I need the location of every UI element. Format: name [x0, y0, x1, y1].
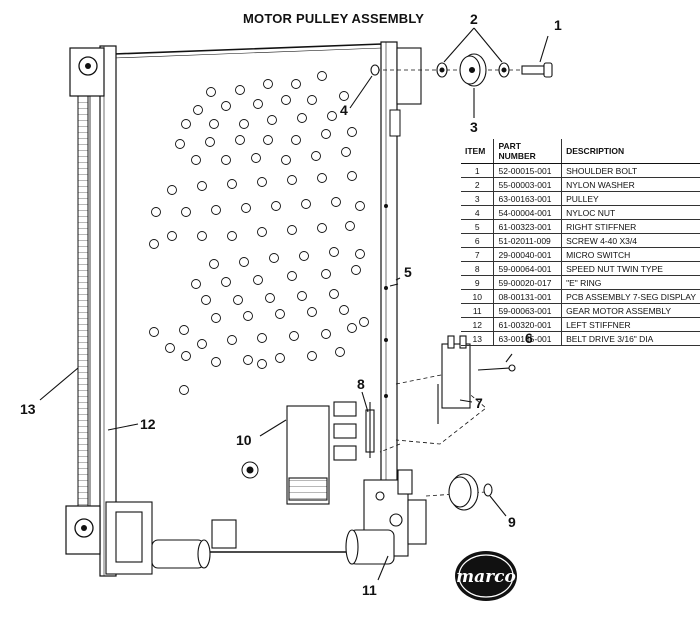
cell-item: 6 — [461, 233, 494, 248]
cell-description: NYLOC NUT — [561, 205, 700, 220]
right-stiffener — [380, 41, 422, 495]
cell-part-number: 55-00003-001 — [493, 177, 563, 192]
light-hole-pattern — [149, 71, 369, 395]
callout-9: 9 — [508, 514, 516, 530]
cell-description: SCREW 4-40 X3/4 — [561, 233, 700, 248]
callout-2: 2 — [470, 11, 478, 27]
cell-item: 5 — [461, 219, 494, 234]
leader-lines — [39, 27, 549, 581]
round-switch — [241, 461, 259, 479]
left-stiffener — [99, 45, 117, 577]
diagram-title: MOTOR PULLEY ASSEMBLY — [243, 11, 425, 26]
cell-item: 12 — [461, 317, 494, 332]
left-motor-bracket — [105, 501, 237, 575]
callout-5: 5 — [404, 264, 412, 280]
cell-part-number: 63-00165-001 — [493, 331, 563, 346]
callout-7: 7 — [475, 395, 483, 411]
cell-description: BELT DRIVE 3/16" DIA — [561, 331, 700, 346]
cell-description: PULLEY — [561, 191, 700, 206]
cell-description: NYLON WASHER — [561, 177, 700, 192]
cell-part-number: 63-00163-001 — [493, 191, 563, 206]
gear-motor-assembly — [345, 469, 493, 565]
callout-10: 10 — [236, 432, 252, 448]
header-item: ITEM — [461, 139, 494, 164]
callout-4: 4 — [340, 102, 348, 118]
cell-part-number: 59-00063-001 — [493, 303, 563, 318]
cell-description: "E" RING — [561, 275, 700, 290]
micro-switch — [379, 335, 516, 453]
cell-item: 13 — [461, 331, 494, 346]
cell-part-number: 54-00004-001 — [493, 205, 563, 220]
callout-11: 11 — [362, 582, 377, 598]
cell-part-number: 51-02011-009 — [493, 233, 563, 248]
cell-description: SPEED NUT TWIN TYPE — [561, 261, 700, 276]
e-ring — [483, 483, 493, 497]
callout-13: 13 — [20, 401, 36, 417]
callout-3: 3 — [470, 119, 478, 135]
cell-description: LEFT STIFFNER — [561, 317, 700, 332]
cell-description: MICRO SWITCH — [561, 247, 700, 262]
marco-logo: marco — [455, 551, 517, 601]
cell-item: 9 — [461, 275, 494, 290]
nyloc-nut — [370, 64, 380, 76]
top-pulley-parts — [370, 53, 553, 87]
callout-8: 8 — [357, 376, 365, 392]
cell-part-number: 29-00040-001 — [493, 247, 563, 262]
cell-item: 8 — [461, 261, 494, 276]
speed-nut — [365, 402, 375, 458]
cell-item: 3 — [461, 191, 494, 206]
cell-part-number: 52-00015-001 — [493, 163, 563, 178]
cell-part-number: 08-00131-001 — [493, 289, 563, 304]
cell-description: SHOULDER BOLT — [561, 163, 700, 178]
cell-item: 11 — [461, 303, 494, 318]
cell-item: 2 — [461, 177, 494, 192]
belt-drive — [77, 80, 91, 514]
cell-part-number: 61-00320-001 — [493, 317, 563, 332]
cell-part-number: 59-00020-017 — [493, 275, 563, 290]
header-description: DESCRIPTION — [561, 139, 700, 164]
cell-description: RIGHT STIFFNER — [561, 219, 700, 234]
header-part-number: PART NUMBER — [493, 139, 563, 164]
top-left-pulley — [69, 47, 105, 97]
cell-item: 7 — [461, 247, 494, 262]
shoulder-bolt — [521, 62, 553, 78]
table-header-row: ITEM PART NUMBER DESCRIPTION — [461, 139, 700, 164]
callout-1: 1 — [554, 17, 562, 33]
logo-text: marco — [456, 567, 516, 587]
cell-description: GEAR MOTOR ASSEMBLY — [561, 303, 700, 318]
bottom-left-pulley — [65, 505, 101, 555]
cell-item: 10 — [461, 289, 494, 304]
cell-description: PCB ASSEMBLY 7-SEG DISPLAY — [561, 289, 700, 304]
cell-item: 4 — [461, 205, 494, 220]
cell-part-number: 59-00064-001 — [493, 261, 563, 276]
cell-part-number: 61-00323-001 — [493, 219, 563, 234]
callout-12: 12 — [140, 416, 156, 432]
pcb-assembly — [286, 401, 357, 505]
cell-item: 1 — [461, 163, 494, 178]
